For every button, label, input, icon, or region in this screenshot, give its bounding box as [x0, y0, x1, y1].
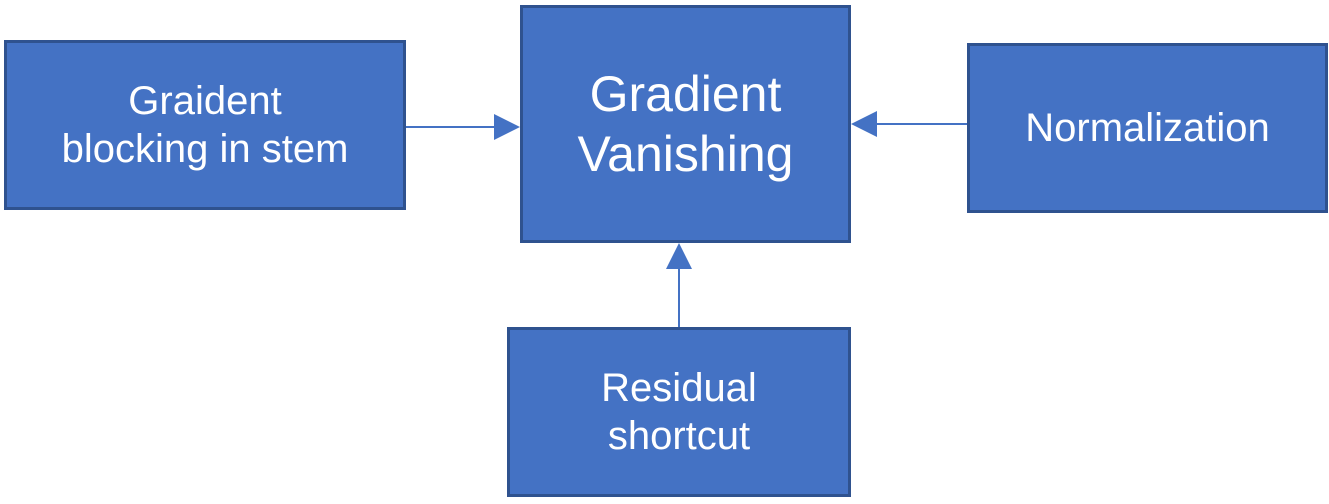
node-label: Graident blocking in stem — [61, 79, 349, 171]
node-gradient-vanishing: Gradient Vanishing — [520, 5, 851, 243]
arrowhead-left — [851, 111, 877, 137]
arrowhead-right — [494, 114, 520, 140]
node-label: Residual shortcut — [601, 366, 757, 458]
arrowhead-up — [666, 243, 692, 269]
edge-bottom-to-center — [666, 243, 692, 327]
edge-right-to-center — [851, 111, 967, 137]
edge-left-to-center — [406, 114, 520, 140]
node-label: Gradient Vanishing — [577, 66, 794, 182]
node-gradient-blocking-in-stem: Graident blocking in stem — [4, 40, 406, 210]
node-label: Normalization — [1025, 106, 1270, 150]
node-normalization: Normalization — [967, 43, 1328, 213]
node-residual-shortcut: Residual shortcut — [507, 327, 851, 497]
